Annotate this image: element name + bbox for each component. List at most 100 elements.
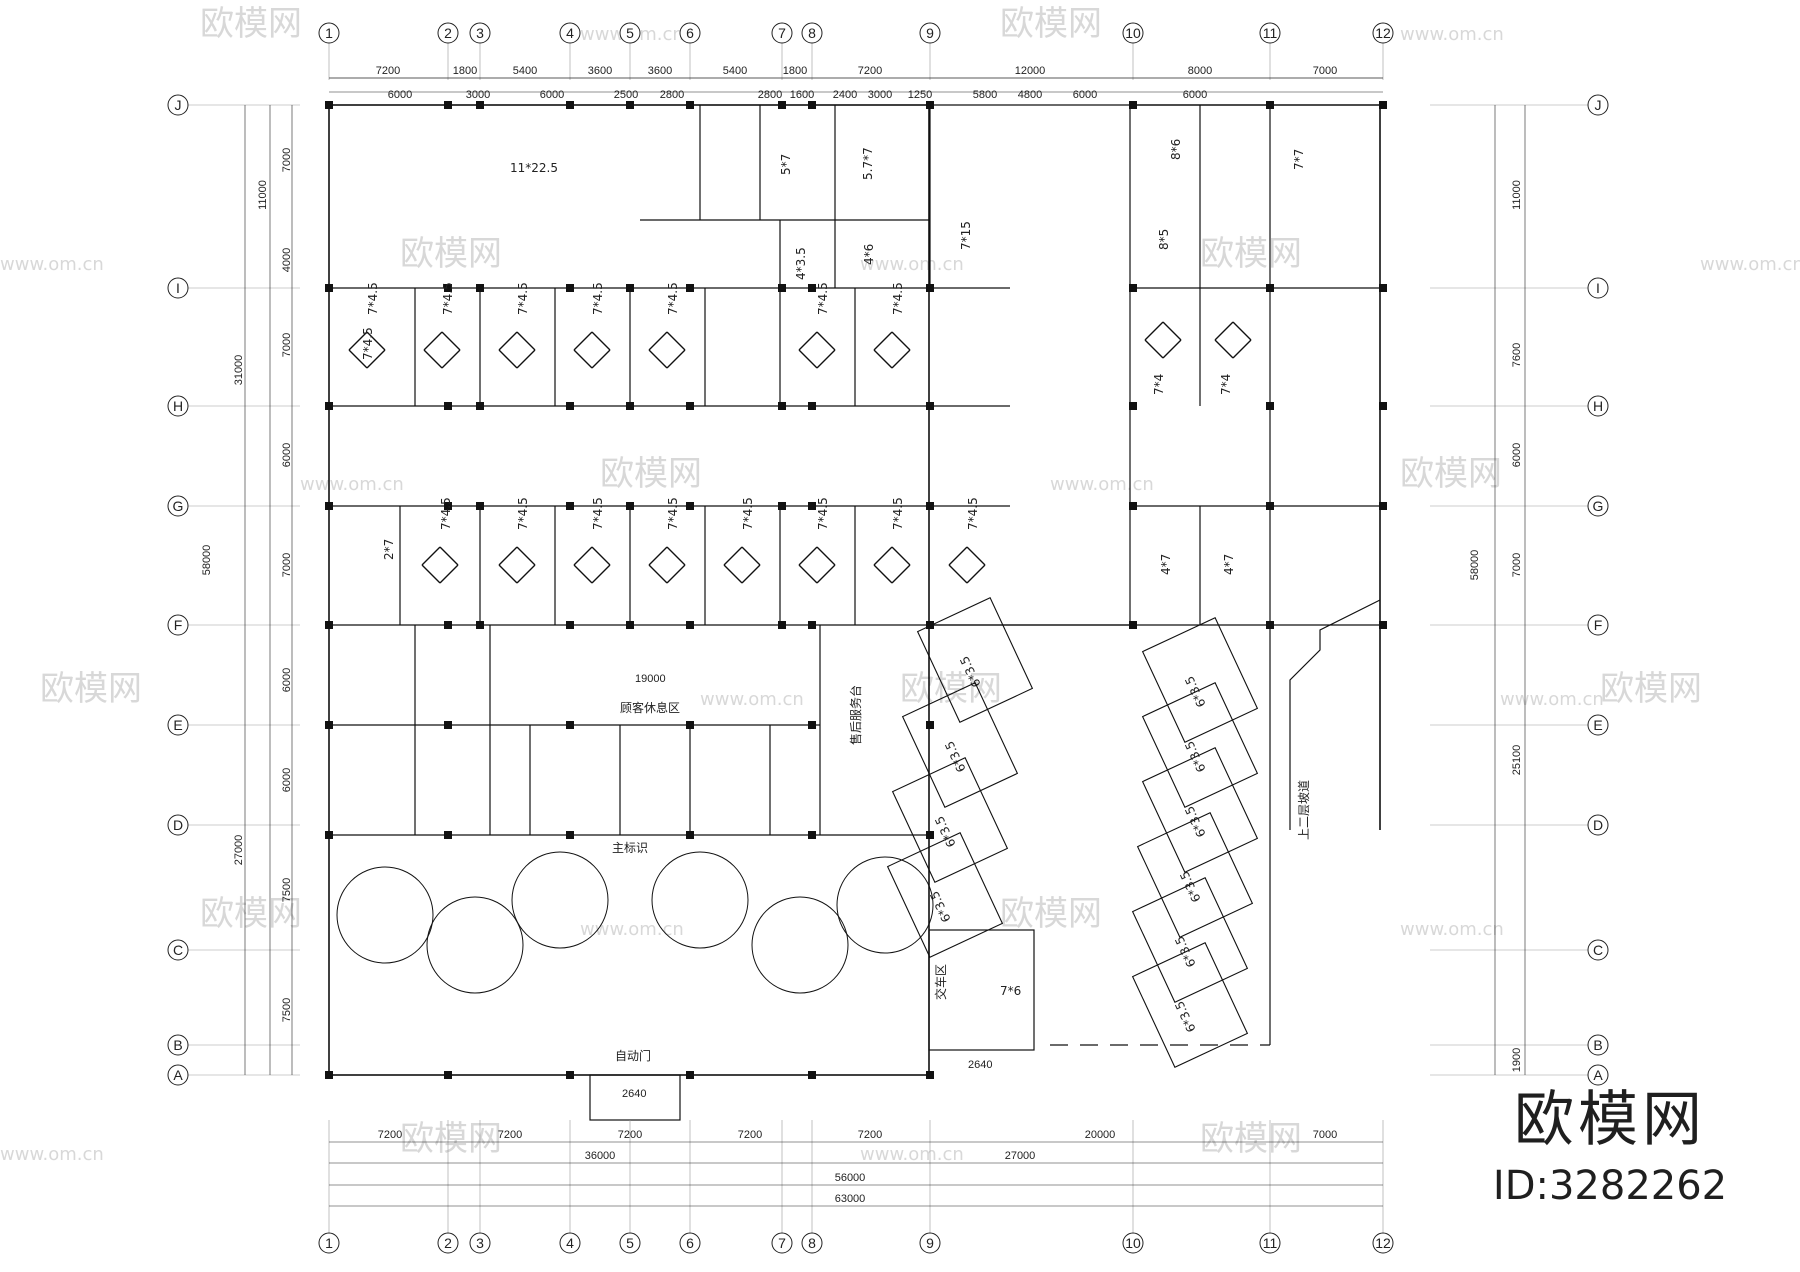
auto-door-label: 自动门 <box>615 1048 651 1063</box>
watermark-text: 欧模网 <box>400 1119 502 1159</box>
bay-labels: 7*4.5 7*4.5 7*4.5 7*4.5 7*4.5 7*4.5 7*4.5 7*4.5… <box>348 282 1252 584</box>
axis-letter-C: C <box>173 942 183 958</box>
room-7x4b: 7*4 <box>1219 374 1233 395</box>
delivery-label: 交车区 <box>933 964 948 1000</box>
bay-label: 7*4.5 <box>816 497 830 530</box>
watermark-text: 欧模网 <box>400 234 502 274</box>
axis-letter-J: J <box>175 97 182 113</box>
top-dim: 7000 <box>1313 65 1337 77</box>
top-dim: 1800 <box>783 65 807 77</box>
axis-letter-E: E <box>173 717 182 733</box>
dim-2640-delivery: 2640 <box>968 1059 992 1071</box>
axis-num-10: 10 <box>1125 25 1141 41</box>
watermark-text: 欧模网 <box>1000 894 1102 934</box>
watermark-text: 欧模网 <box>600 454 702 494</box>
top-dim: 3600 <box>588 65 612 77</box>
top-dim: 12000 <box>1015 65 1046 77</box>
top-dim: 5400 <box>513 65 537 77</box>
bay-label: 7*4.5 <box>816 282 830 315</box>
axis-num-8: 8 <box>808 1235 816 1251</box>
bay-label: 7*4.5 <box>439 497 453 530</box>
axis-num-11: 11 <box>1263 25 1278 41</box>
bay-label: 7*4.5 <box>591 282 605 315</box>
top-dim: 7200 <box>376 65 400 77</box>
watermark-url: www.om.cn <box>1700 254 1800 275</box>
axis-num-6: 6 <box>686 25 694 41</box>
axis-letter-A: A <box>173 1067 183 1083</box>
left-dim: 7000 <box>281 553 293 577</box>
top-subdim: 6000 <box>388 89 412 101</box>
axis-letter-B: B <box>173 1037 182 1053</box>
watermark-url: www.om.cn <box>860 254 964 275</box>
bottom-total-1: 56000 <box>835 1172 866 1184</box>
room-7x6: 7*6 <box>1000 984 1021 998</box>
brand-block: 欧模网 ID:3282262 <box>1480 1085 1740 1211</box>
watermark-url: www.om.cn <box>1500 689 1604 710</box>
bay-label: 7*4.5 <box>966 497 980 530</box>
slant-bay-label: 6*3.5 <box>1182 804 1209 840</box>
axis-letter-E: E <box>1593 717 1602 733</box>
slant-bay-label: 6*3.5 <box>942 739 969 775</box>
left-dim-group: 27000 <box>233 835 245 866</box>
room-r2: 5*7 <box>779 154 793 175</box>
right-dim: 25100 <box>1511 745 1523 776</box>
model-id: ID:3282262 <box>1492 1163 1728 1209</box>
room-7x7: 7*7 <box>1292 149 1306 170</box>
axis-num-1: 1 <box>325 25 333 41</box>
axis-num-10: 10 <box>1125 1235 1141 1251</box>
room-r4: 4*3.5 <box>794 247 808 280</box>
room-8x6: 8*6 <box>1169 139 1183 160</box>
right-dim-group: 58000 <box>1469 550 1481 581</box>
bay-label: 7*4.5 <box>441 282 455 315</box>
bottom-dim-group: 27000 <box>1005 1150 1036 1162</box>
left-dim: 7000 <box>281 333 293 357</box>
top-subdim: 5800 <box>973 89 997 101</box>
axis-num-1: 1 <box>325 1235 333 1251</box>
bay-label: 7*4.5 <box>516 282 530 315</box>
watermark-text: 欧模网 <box>1200 234 1302 274</box>
axis-letter-D: D <box>173 817 183 833</box>
top-subdim: 2400 <box>833 89 857 101</box>
main-sign-label: 主标识 <box>612 841 648 855</box>
axis-letter-G: G <box>1593 498 1604 514</box>
axis-letter-F: F <box>174 617 183 633</box>
bay-label: 7*4.5 <box>891 497 905 530</box>
after-sales-label: 售后服务台 <box>848 685 863 745</box>
axis-num-12: 12 <box>1375 1235 1391 1251</box>
top-subdim: 4800 <box>1018 89 1042 101</box>
room-r1: 11*22.5 <box>510 161 558 175</box>
axis-num-5: 5 <box>626 25 634 41</box>
right-dim: 11000 <box>1511 180 1523 210</box>
slant-bay-label: 6*3.5 <box>1172 999 1199 1035</box>
axis-letter-H: H <box>1593 398 1603 414</box>
axis-num-2: 2 <box>444 1235 452 1251</box>
top-dim: 7200 <box>858 65 882 77</box>
top-subdim: 6000 <box>1183 89 1207 101</box>
top-subdim: 2500 <box>614 89 638 101</box>
left-dim: 6000 <box>281 443 293 467</box>
bottom-dim: 7200 <box>498 1129 522 1141</box>
bottom-dim: 7200 <box>618 1129 642 1141</box>
watermark-text: 欧模网 <box>1600 669 1702 709</box>
dim-2640-entrance: 2640 <box>622 1088 646 1100</box>
axis-num-7: 7 <box>778 25 786 41</box>
axis-num-9: 9 <box>926 1235 934 1251</box>
left-dim: 4000 <box>281 248 293 272</box>
axis-letter-A: A <box>1593 1067 1603 1083</box>
watermark-url: www.om.cn <box>1400 24 1504 45</box>
room-labels: 11*22.5 5*7 5.7*7 4*3.5 4*6 7*15 2*7 8*6… <box>382 139 1311 1100</box>
watermark-text: 欧模网 <box>1000 4 1102 44</box>
watermark-url: www.om.cn <box>700 689 804 710</box>
axis-num-2: 2 <box>444 25 452 41</box>
bottom-dim: 7200 <box>858 1129 882 1141</box>
watermark-text: 欧模网 <box>200 4 302 44</box>
axis-num-4: 4 <box>566 1235 574 1251</box>
bay-label: 7*4.5 <box>741 497 755 530</box>
top-subdim: 3000 <box>868 89 892 101</box>
left-dim-group: 11000 <box>257 180 269 210</box>
axis-num-9: 9 <box>926 25 934 41</box>
bay-label: 7*4.5 <box>891 282 905 315</box>
